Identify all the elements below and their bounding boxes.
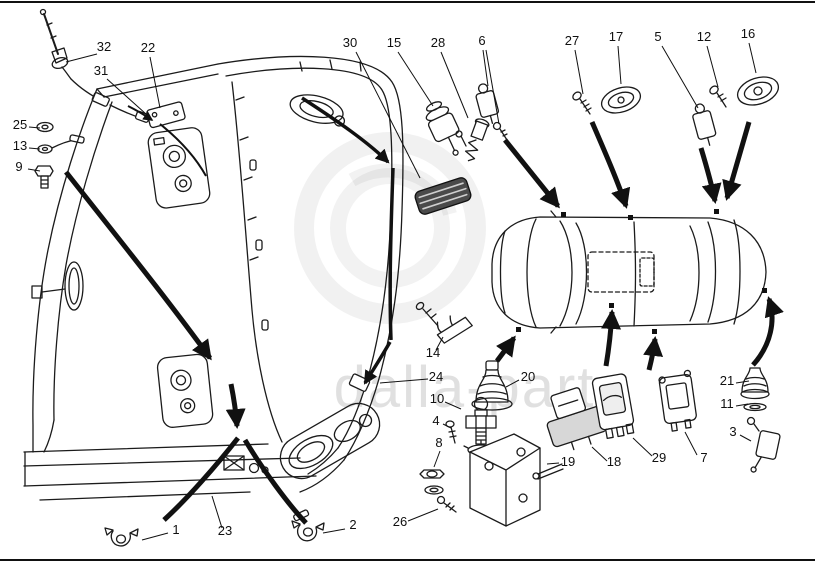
callout-15: 15 <box>387 35 401 50</box>
callout-24: 24 <box>429 369 443 384</box>
callout-8: 8 <box>435 435 442 450</box>
car-top-view <box>491 209 767 334</box>
switch-15 <box>425 101 460 156</box>
bolt-9 <box>34 165 54 189</box>
screw-27 <box>572 91 592 115</box>
door-switch-6 <box>475 83 508 141</box>
switch-16 <box>736 76 780 106</box>
speaker-bracket-lower <box>156 353 214 428</box>
front-lamp-cluster <box>289 94 346 127</box>
grommet-30 <box>414 177 472 215</box>
callout-25: 25 <box>13 117 27 132</box>
cable-clip-13 <box>37 134 85 154</box>
leader-lines <box>27 42 757 541</box>
screw-26 <box>436 495 457 513</box>
washer-11 <box>743 402 767 412</box>
callout-29: 29 <box>652 450 666 465</box>
callout-26: 26 <box>393 514 407 529</box>
body-frame <box>23 55 404 501</box>
speaker-bracket-upper <box>147 127 211 209</box>
switch-10 <box>463 396 499 458</box>
washer-25 <box>36 121 54 133</box>
switch-3 <box>746 416 781 473</box>
headlamp-assembly <box>279 402 381 480</box>
callout-9: 9 <box>15 159 22 174</box>
diagram-art <box>23 8 781 547</box>
callout-6: 6 <box>478 33 485 48</box>
cable-clip-14 <box>415 301 473 344</box>
callout-17: 17 <box>609 29 623 44</box>
callout-18: 18 <box>607 454 621 469</box>
boot-21 <box>740 367 770 400</box>
callout-23: 23 <box>218 523 232 538</box>
callout-31: 31 <box>94 63 108 78</box>
callout-21: 21 <box>720 373 734 388</box>
callout-27: 27 <box>565 33 579 48</box>
switch-7 <box>658 369 697 432</box>
callout-labels: 32 22 31 25 13 9 30 15 28 6 27 17 5 12 1… <box>13 26 755 538</box>
boot-20 <box>471 360 513 411</box>
callout-32: 32 <box>97 39 111 54</box>
callout-22: 22 <box>141 40 155 55</box>
nut-8 <box>419 469 445 495</box>
callout-4: 4 <box>432 413 439 428</box>
bracket-19 <box>469 433 564 527</box>
switch-29 <box>591 373 635 440</box>
callout-13: 13 <box>13 138 27 153</box>
switch-5 <box>692 103 717 146</box>
callout-19: 19 <box>561 454 575 469</box>
switch-17 <box>600 86 642 114</box>
pointer-arrows <box>64 96 784 429</box>
callout-14: 14 <box>426 345 440 360</box>
callout-11: 11 <box>720 396 734 411</box>
callout-20: 20 <box>521 369 535 384</box>
screw-12 <box>709 85 727 108</box>
callout-3: 3 <box>729 424 736 439</box>
callout-2: 2 <box>349 517 356 532</box>
switch-18 <box>546 387 608 451</box>
bracket-22 <box>146 101 186 129</box>
callout-10: 10 <box>430 391 444 406</box>
callout-16: 16 <box>741 26 755 41</box>
plunger-28 <box>455 118 490 162</box>
callout-28: 28 <box>431 35 445 50</box>
callout-7: 7 <box>700 450 707 465</box>
clip-1 <box>104 527 139 547</box>
screw-4 <box>445 420 457 444</box>
callout-1: 1 <box>172 522 179 537</box>
callout-12: 12 <box>697 29 711 44</box>
connector-24 <box>348 373 371 392</box>
callout-30: 30 <box>343 35 357 50</box>
callout-5: 5 <box>654 29 661 44</box>
harness-lines <box>159 123 395 525</box>
